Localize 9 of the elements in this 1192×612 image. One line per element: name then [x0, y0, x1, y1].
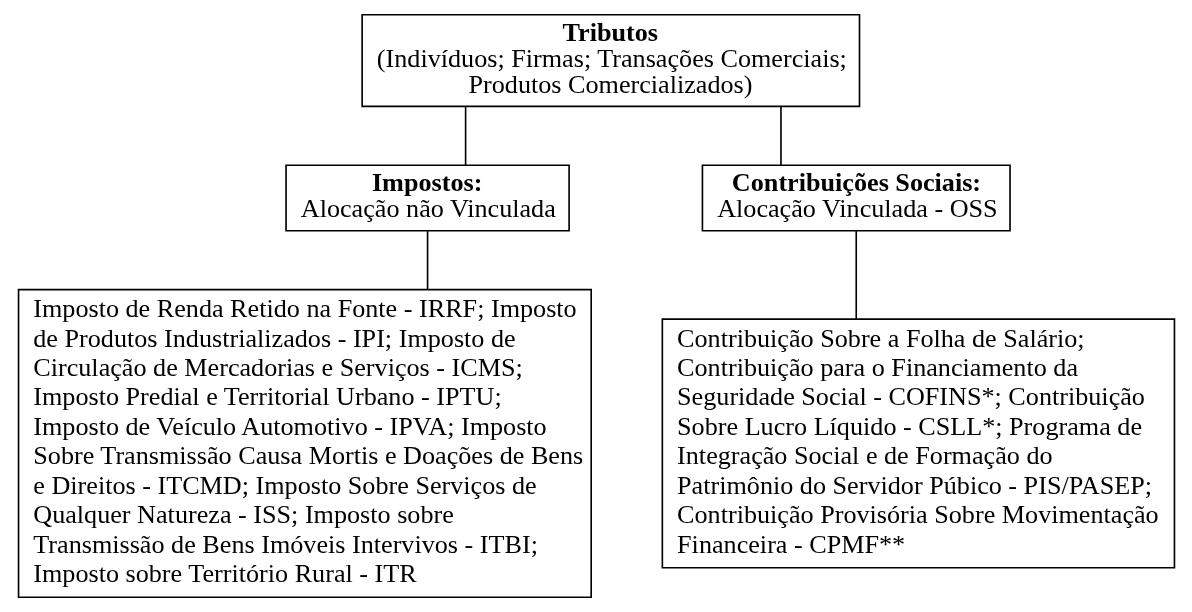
connector [464, 106, 466, 166]
connector [426, 230, 428, 291]
node-box: Impostos: Alocação não Vinculada [284, 164, 570, 232]
node-box: Contribuição Sobre a Folha de Salário; Contribuição para o Financiamento da Seguridade Social - COFINS*; Contribuição Sobre Lucro Líquido - CSLL*; Programa de Integração Social e de Formação do Patrimônio do Servidor Púbico - PIS/PASEP; Contribuição Provisória Sobre Movimentação Financeira - CPMF** [661, 318, 1175, 569]
node-box: Imposto de Renda Retido na Fonte - IRRF; Imposto de Produtos Industrializados - IPI; Imposto de Circulação de Mercadorias e Serviços - ICMS; Imposto Predial e Territorial Urbano - IPTU; Imposto de Veículo Automotivo - IPVA; Imposto Sobre Transmissão Causa Mortis e Doações de Bens e Direitos - ITCMD; Imposto Sobre Serviços de Qualquer Natureza - ISS; Imposto sobre Transmissão de Bens Imóveis Intervivos - ITBI; Imposto sobre Território Rural - ITR [17, 288, 592, 599]
connector [779, 106, 782, 166]
node-box: Contribuições Sociais: Alocação Vinculada - OSS [701, 164, 1011, 232]
connector [854, 230, 857, 320]
node-box: Tributos (Indivíduos; Firmas; Transações Comerciais; Produtos Comercializados) [360, 13, 860, 108]
